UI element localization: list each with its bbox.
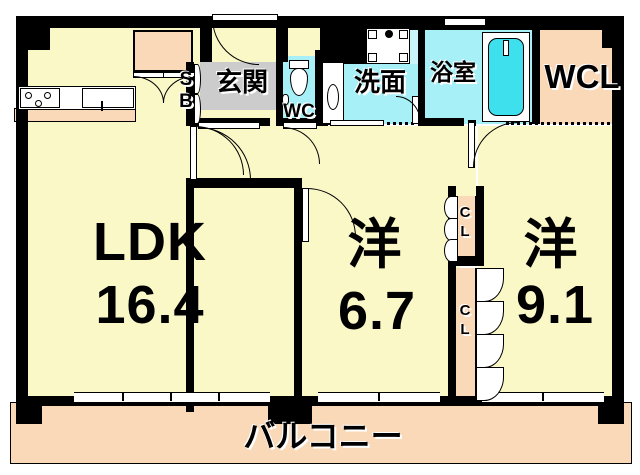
wall-room-a-left (294, 186, 302, 406)
room-area-western-a: 6.7 (337, 281, 417, 341)
wall-corridor-left-stub (186, 178, 302, 188)
window-mullion (378, 392, 380, 401)
room-area-ldk: 16.4 (95, 275, 205, 335)
wall-bath-left (418, 28, 425, 126)
wall-closet-upper-right (476, 186, 484, 262)
pan-corner (399, 30, 408, 39)
kitchen-counter-strip (14, 108, 136, 122)
room-label-genkan: 玄関 (215, 68, 268, 98)
window-mullion (170, 392, 172, 401)
upper-cl-door-c[interactable] (444, 239, 458, 262)
closet-fill-ldk-top (133, 30, 193, 72)
wall-bottom-rooms (300, 396, 612, 406)
closet-label-upper-l: L (460, 223, 470, 240)
room-label-ldk: LDK (93, 212, 207, 272)
kitchen-sink (82, 88, 134, 108)
wall-left-outer (16, 40, 28, 412)
genkan-inner-door-leaf[interactable] (198, 122, 260, 129)
bath-faucet-icon (503, 40, 509, 56)
wcl-door-leaf[interactable] (468, 122, 475, 168)
window-ldk-south (74, 392, 270, 403)
room-fill-western-b (478, 126, 624, 402)
wall-wcl-left (532, 28, 540, 124)
wall-ldk-right-lower (186, 186, 194, 412)
burner-icon (35, 100, 42, 107)
pan-corner (368, 30, 377, 39)
room-label-bathroom: 浴室 (430, 60, 476, 86)
pan-corner (368, 53, 377, 62)
room-label-washroom: 洗面 (353, 68, 406, 98)
faucet-icon (101, 101, 103, 111)
wall-top-entry (200, 16, 212, 62)
window-mullion (122, 392, 124, 401)
shoebox-label-b: B (179, 91, 193, 112)
burner-icon (44, 92, 51, 99)
room-area-western-b: 9.1 (515, 275, 595, 335)
shoebox-door-lower[interactable] (194, 94, 201, 124)
wall-top-washroom-left (320, 16, 370, 64)
washbasin-bowl (327, 84, 339, 110)
wc-door-leaf[interactable] (283, 122, 317, 129)
closet-label-lower-l: L (460, 321, 470, 338)
wall-closet-split (448, 256, 484, 266)
pan-corner (399, 53, 408, 62)
closet-label-upper-c: C (459, 204, 471, 221)
wall-right-outer (612, 16, 624, 412)
window-mullion (218, 392, 220, 401)
toilet-paper-holder-icon (282, 94, 289, 105)
room-label-balcony: バルコニー (243, 417, 403, 455)
closet-label-lower-c: C (459, 302, 471, 319)
wall-wc-right (315, 50, 322, 126)
toilet-bowl (290, 68, 308, 96)
window-mullion (542, 392, 544, 401)
window-bath-top (444, 18, 486, 26)
wall-wc-left (276, 50, 283, 126)
shoebox-label-s: S (179, 69, 193, 90)
room-label-western-a: 洋 (347, 213, 403, 276)
room-label-wcl: WCL (544, 58, 620, 95)
room-label-western-b: 洋 (523, 213, 579, 276)
washroom-door-leaf[interactable] (330, 120, 384, 126)
shoebox-door-upper[interactable] (194, 64, 201, 94)
room-label-wc: WC (283, 101, 315, 122)
wall-bath-bottom (418, 118, 464, 126)
threshold-wcl (506, 122, 610, 125)
wall-room-a-right (448, 186, 456, 406)
burner-icon (25, 92, 32, 99)
drain-icon (385, 30, 393, 38)
